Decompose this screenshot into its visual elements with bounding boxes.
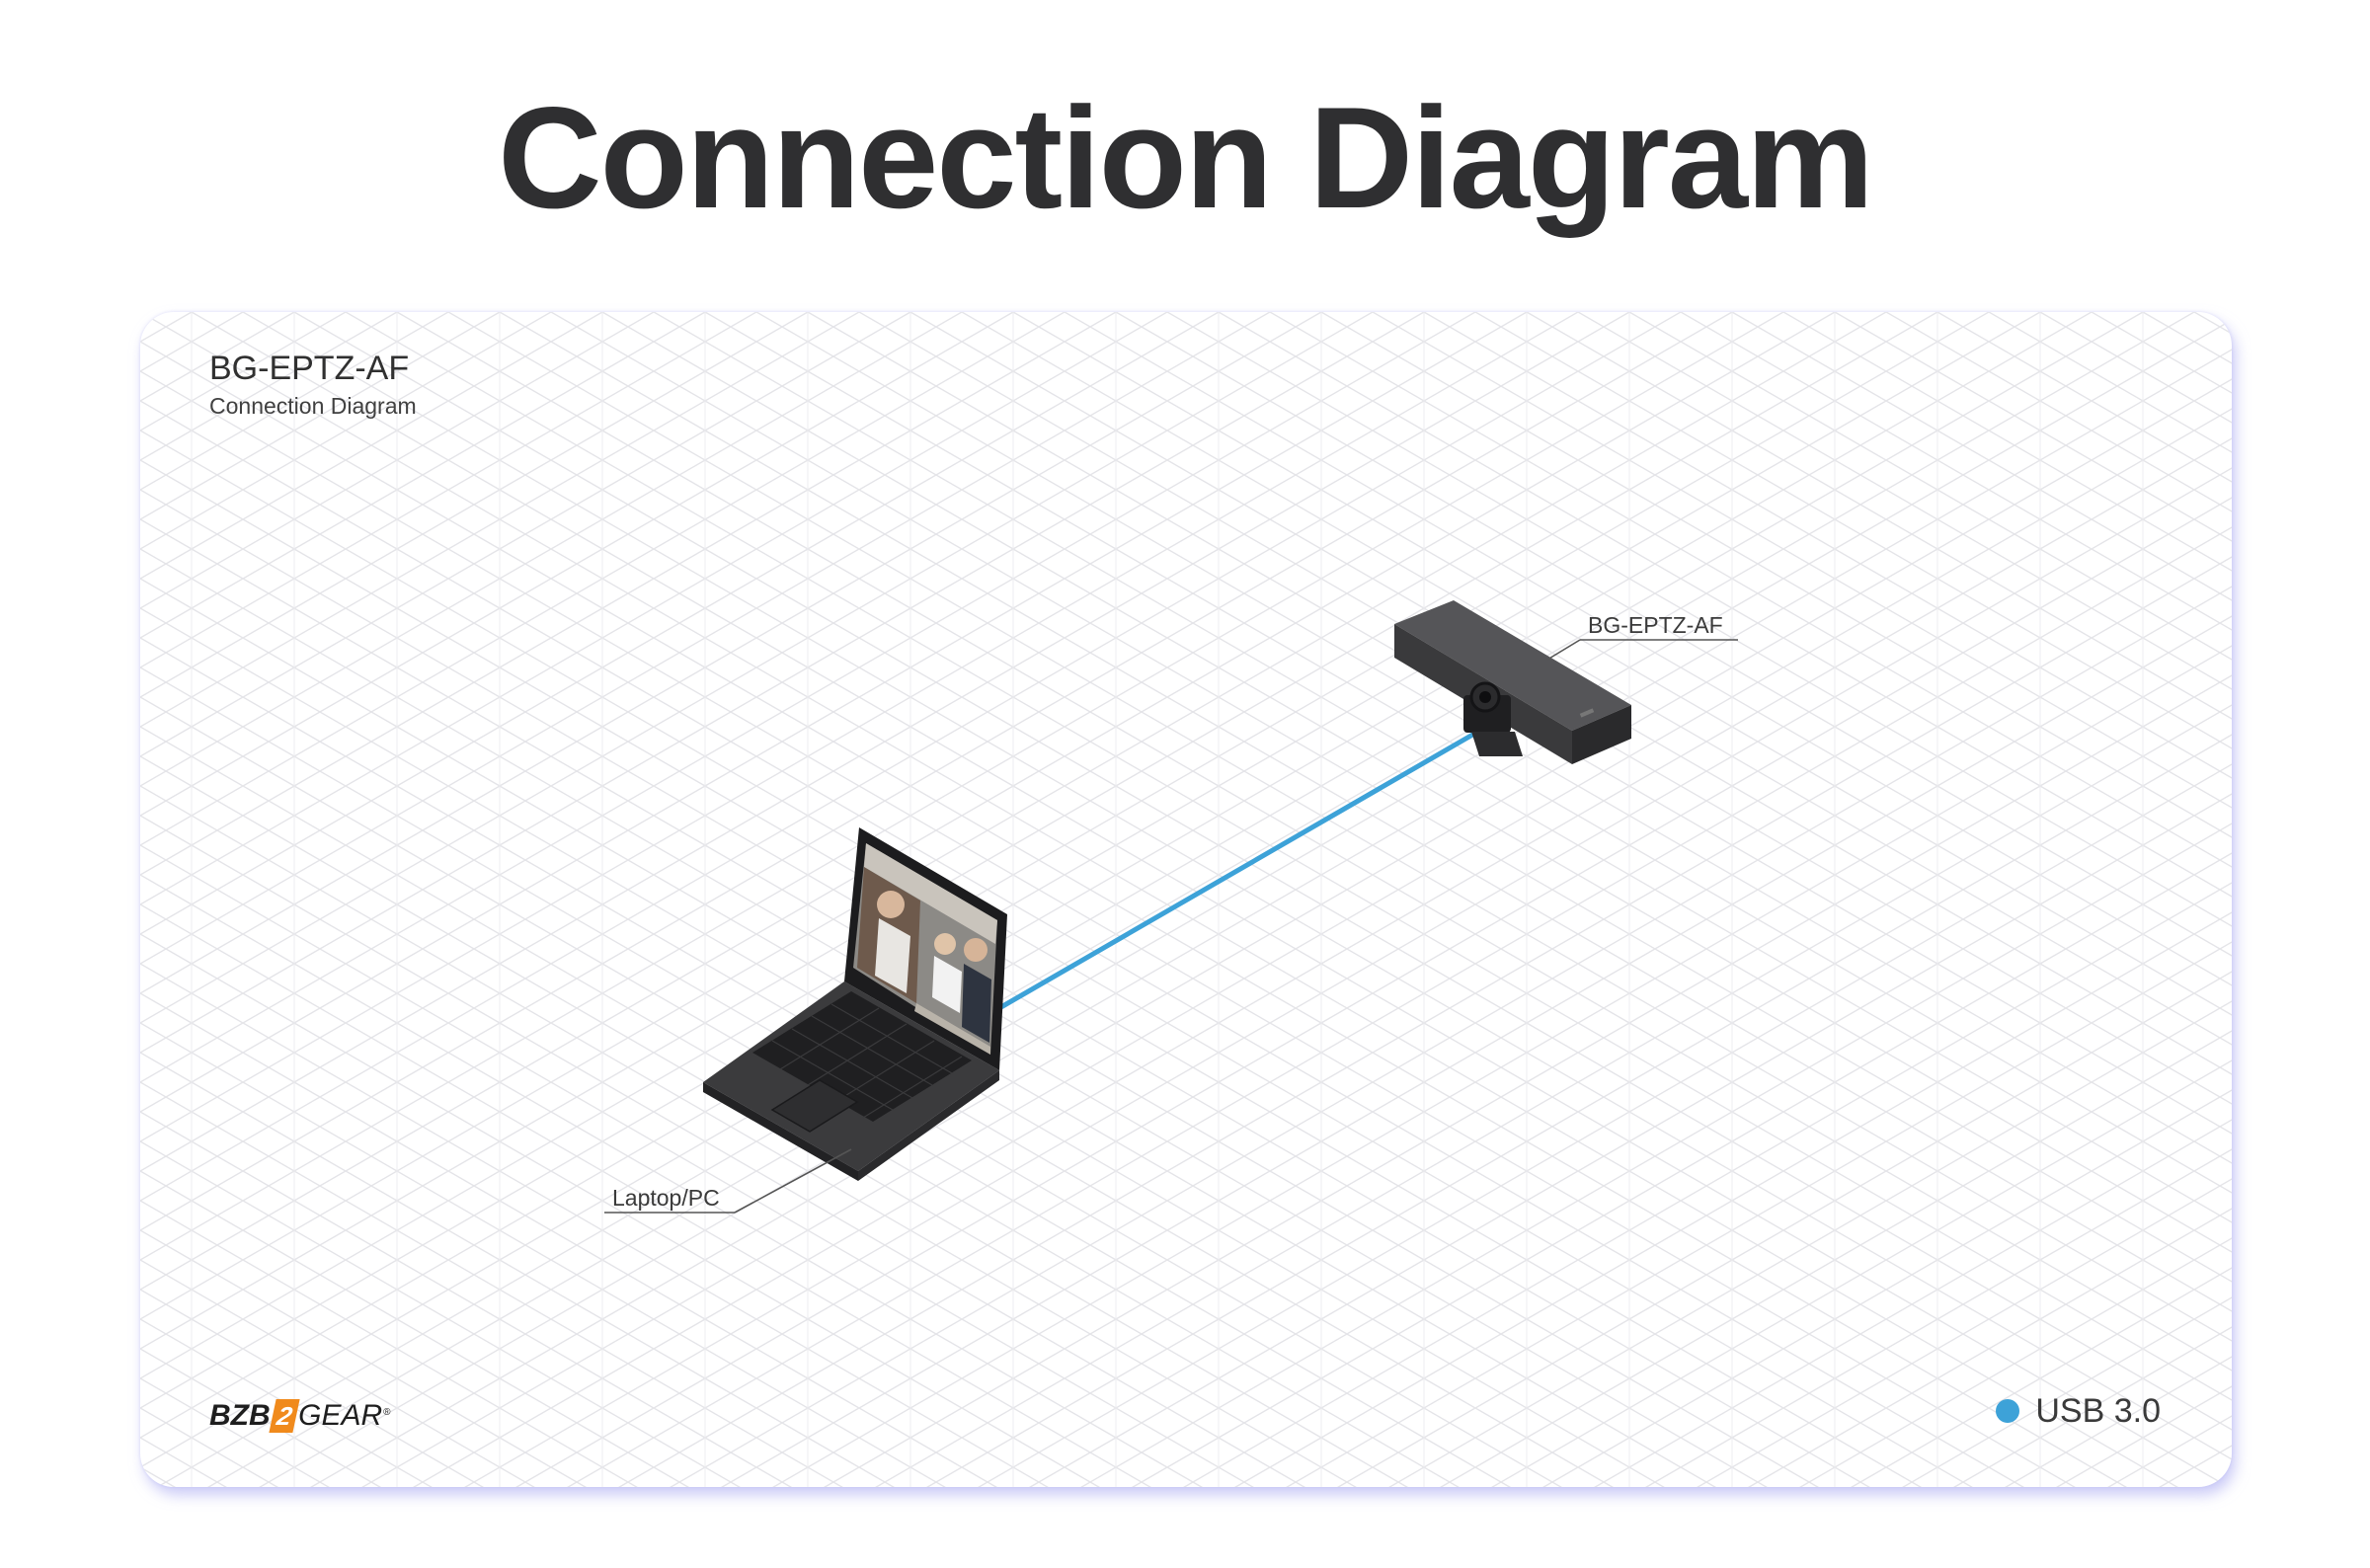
- camera-device[interactable]: [1394, 312, 1631, 764]
- legend-label-usb: USB 3.0: [2035, 1392, 2161, 1430]
- legend: USB 3.0: [1996, 1394, 2161, 1428]
- camera-callout: BG-EPTZ-AF: [1546, 612, 1738, 661]
- legend-dot-usb: [1996, 1399, 2020, 1423]
- laptop-device[interactable]: [703, 827, 1007, 1181]
- diagram-card: BG-EPTZ-AF Connection Diagram: [140, 312, 2232, 1487]
- laptop-callout: Laptop/PC: [604, 1148, 852, 1214]
- logo-part-two: 2: [269, 1399, 300, 1433]
- logo-part-bzb: BZB: [209, 1399, 271, 1432]
- card-heading: BG-EPTZ-AF: [209, 350, 410, 387]
- usb-cable: [996, 727, 1484, 1011]
- laptop-label: Laptop/PC: [612, 1185, 720, 1211]
- card-subheading: Connection Diagram: [209, 393, 417, 419]
- logo-part-gear: GEAR: [298, 1399, 383, 1432]
- connection-diagram: BG-EPTZ-AF: [604, 312, 1738, 1214]
- camera-label: BG-EPTZ-AF: [1588, 612, 1723, 638]
- logo-registered-mark: ®: [383, 1406, 391, 1418]
- page-title: Connection Diagram: [498, 77, 1874, 238]
